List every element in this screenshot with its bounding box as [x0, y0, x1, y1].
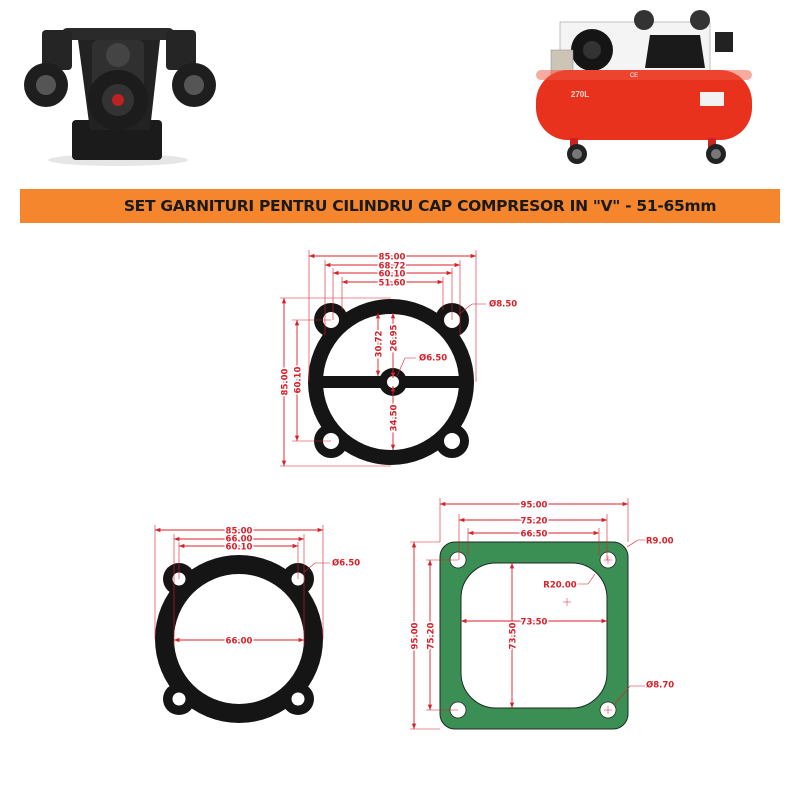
dim-top-center-hole-dia: Ø6.50	[419, 353, 447, 364]
dim-square-height-outer: 95.00	[411, 622, 421, 649]
dim-square-width-inner-holes: 66.50	[521, 530, 548, 540]
round-gasket-drawing: 85.00 66.00 60.10 66.00 Ø6.50	[154, 525, 362, 723]
dim-top-upper-inner: 30.72	[375, 330, 385, 357]
ce-mark: CE	[630, 73, 638, 79]
dim-top-width-holes: 60.10	[379, 270, 406, 280]
dim-top-height-holes: 60.10	[294, 366, 304, 393]
dim-square-inner-height: 73.50	[509, 622, 519, 649]
dim-top-lower-inner: 34.50	[390, 404, 400, 431]
banner-title: SET GARNITURI PENTRU CILINDRU CAP COMPRE…	[123, 197, 717, 215]
dim-top-height-outer: 85.00	[281, 368, 291, 395]
air-compressor-photo: 270L CE	[536, 10, 752, 164]
dim-round-width-outer: 85.00	[226, 527, 253, 537]
dim-round-width-lugs: 66.00	[226, 535, 253, 545]
dim-top-hole-dia: Ø8.50	[489, 299, 517, 310]
title-banner: SET GARNITURI PENTRU CILINDRU CAP COMPRE…	[20, 189, 780, 223]
dim-round-width-holes: 60.10	[226, 543, 253, 553]
square-gasket-drawing: 95.00 75.20 66.50 95.00 75.20 73.50 73.5…	[409, 498, 676, 730]
dim-square-height-holes: 75.20	[427, 622, 437, 649]
dim-square-corner-radius: R9.00	[646, 537, 674, 547]
dim-top-width-lugs: 68.72	[379, 262, 406, 272]
tank-capacity-label: 270L	[571, 90, 589, 99]
pump-head-photo	[24, 28, 216, 166]
dim-top-upper-hole: 26.95	[390, 324, 400, 351]
dim-square-hole-dia: Ø8.70	[646, 680, 674, 691]
dim-top-width-inner: 51.60	[379, 279, 406, 289]
dim-top-width-outer: 85.00	[379, 253, 406, 263]
dim-square-inner-radius: R20.00	[543, 581, 577, 591]
top-gasket-drawing: 85.00 68.72 60.10 51.60 85.00 60.10 30.7…	[279, 250, 519, 467]
dim-round-inner-dia: 66.00	[226, 637, 253, 647]
dim-square-width-outer: 95.00	[521, 501, 548, 511]
square-gasket-shape	[439, 541, 629, 730]
dim-square-width-holes: 75.20	[521, 517, 548, 527]
dim-square-inner-width: 73.50	[521, 618, 548, 628]
dim-round-hole-dia: Ø6.50	[332, 558, 360, 569]
top-gasket-shape	[308, 299, 474, 465]
